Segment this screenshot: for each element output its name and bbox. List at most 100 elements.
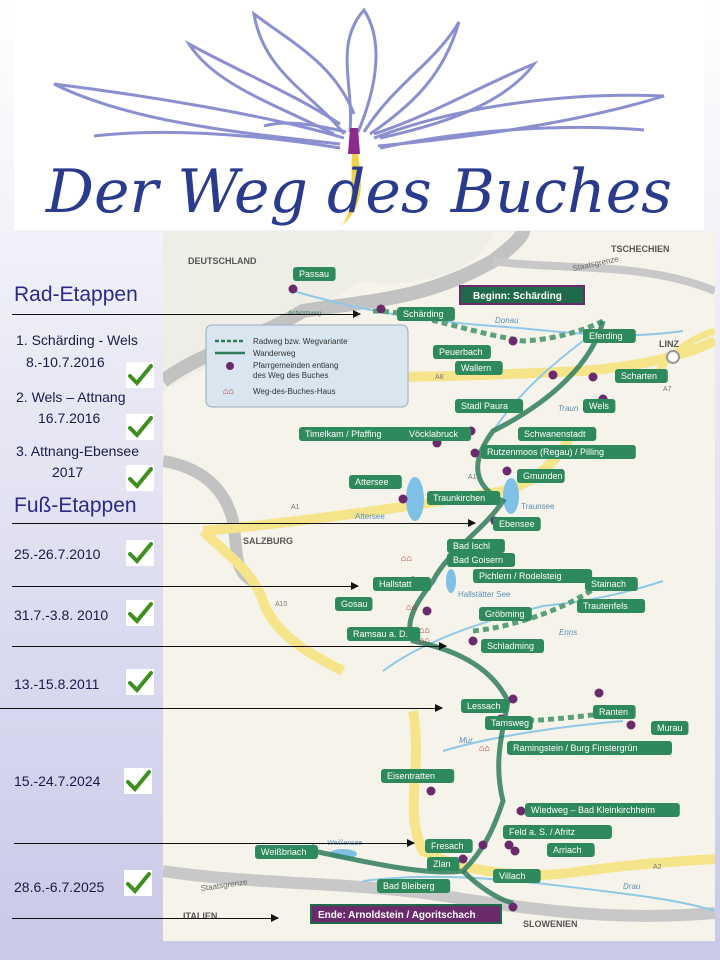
place-label: Arriach (547, 843, 595, 857)
checkmark-icon (126, 362, 154, 388)
svg-text:Attersee: Attersee (355, 477, 389, 487)
parish-dot (422, 606, 432, 616)
place-label: Bad Ischl (447, 539, 505, 553)
place-label: Eferding (583, 329, 636, 343)
place-label: Ramingstein / Burg Finstergrün (507, 741, 672, 755)
place-label: Peuerbach (433, 345, 491, 359)
rad-stage-1-title: 1. Schärding - Wels (16, 332, 138, 348)
rad-etappen-title: Rad-Etappen (14, 283, 138, 306)
pointer-arrow (14, 839, 415, 847)
svg-text:Timelkam / Pfaffing: Timelkam / Pfaffing (305, 429, 382, 439)
svg-text:Murau: Murau (657, 723, 683, 733)
svg-text:Wiedweg – Bad Kleinkirchheim: Wiedweg – Bad Kleinkirchheim (531, 805, 655, 815)
place-label: Wallern (455, 361, 503, 375)
place-label: Attersee (349, 475, 402, 489)
place-label: Hallstatt (373, 577, 431, 591)
parish-dot (478, 840, 488, 850)
svg-text:Bad Goisern: Bad Goisern (453, 555, 503, 565)
place-label: Ranten (593, 705, 636, 719)
pointer-arrow (12, 914, 279, 922)
svg-text:Wanderweg: Wanderweg (253, 349, 295, 358)
river-label: Donau (495, 316, 519, 325)
svg-text:Peuerbach: Peuerbach (439, 347, 483, 357)
place-label: Pichlern / Rodelsteig (473, 569, 593, 583)
svg-text:Ramsau a. D.: Ramsau a. D. (353, 629, 408, 639)
place-label: Fresach (425, 839, 473, 853)
svg-text:Eisentratten: Eisentratten (387, 771, 435, 781)
svg-text:Feld a. S. / Afritz: Feld a. S. / Afritz (509, 827, 576, 837)
svg-text:Gröbming: Gröbming (485, 609, 525, 619)
motorway-label: A7 (663, 386, 672, 393)
parish-dot (376, 304, 386, 314)
parish-dot (594, 688, 604, 698)
place-label: Ramsau a. D. (347, 627, 421, 641)
svg-text:Rutzenmoos (Regau) / Pilling: Rutzenmoos (Regau) / Pilling (487, 447, 604, 457)
svg-text:Ende: Arnoldstein / Agoritscha: Ende: Arnoldstein / Agoritschach (318, 910, 476, 921)
svg-text:Gosau: Gosau (341, 599, 368, 609)
place-label: Bad Bleiberg (377, 879, 451, 893)
svg-text:Stainach: Stainach (591, 579, 626, 589)
house-icon: ⌂⌂ (479, 743, 490, 753)
svg-text:Schärding: Schärding (403, 309, 444, 319)
fuss-stage-4-date: 15.-24.7.2024 (14, 773, 101, 789)
rad-stage-2-date: 16.7.2016 (38, 410, 101, 426)
parish-dot (588, 372, 598, 382)
svg-text:des Weg des Buches: des Weg des Buches (253, 371, 328, 380)
svg-text:Tamsweg: Tamsweg (491, 718, 529, 728)
parish-dot (504, 840, 514, 850)
place-label: Schladming (481, 639, 544, 653)
house-icon: ⌂⌂ (401, 553, 412, 563)
svg-text:Ranten: Ranten (599, 707, 628, 717)
svg-text:Gmunden: Gmunden (523, 471, 563, 481)
svg-text:Lessach: Lessach (467, 701, 501, 711)
house-icon: ⌂⌂ (406, 602, 417, 612)
city-label: SALZBURG (243, 536, 293, 546)
place-label: Stainach (585, 577, 638, 591)
svg-text:Weg-des-Buches-Haus: Weg-des-Buches-Haus (253, 387, 336, 396)
place-label: Stadl Paura (455, 399, 524, 413)
parish-dot (548, 370, 558, 380)
place-label: Vöcklabruck (403, 427, 472, 441)
parish-dot (468, 636, 478, 646)
river-label: Traun (558, 404, 579, 413)
rad-stage-3-title: 3. Attnang-Ebensee (16, 443, 139, 459)
place-label: Traunkirchen (427, 491, 501, 505)
city-label: LINZ (659, 339, 679, 349)
place-label: Wiedweg – Bad Kleinkirchheim (525, 803, 680, 817)
place-label: Schärding (397, 307, 455, 321)
place-label: Rutzenmoos (Regau) / Pilling (481, 445, 636, 459)
country-label: ITALIEN (183, 911, 217, 921)
place-label: Gröbming (479, 607, 532, 621)
svg-text:Beginn: Schärding: Beginn: Schärding (473, 291, 562, 302)
checkmark-icon (126, 465, 154, 491)
lake-label: Attersee (355, 512, 385, 521)
parish-dot (426, 786, 436, 796)
svg-text:Schwanenstadt: Schwanenstadt (524, 429, 586, 439)
logo-title: Der Weg des Buches (45, 157, 672, 227)
pointer-arrow (0, 704, 443, 712)
pointer-arrow (12, 642, 447, 650)
fuss-stage-3-date: 13.-15.8.2011 (14, 676, 100, 692)
svg-text:Pichlern / Rodelsteig: Pichlern / Rodelsteig (479, 571, 562, 581)
river-label: Drau (623, 882, 641, 891)
country-label: DEUTSCHLAND (188, 256, 257, 266)
country-label: SLOWENIEN (523, 919, 578, 929)
parish-dot (516, 806, 526, 816)
checkmark-icon (126, 540, 154, 566)
place-label: Lessach (461, 699, 509, 713)
fuss-etappen-title: Fuß-Etappen (14, 494, 137, 517)
svg-text:Wels: Wels (589, 401, 609, 411)
place-label: Zlan (427, 857, 460, 871)
motorway-label: A2 (653, 864, 662, 871)
parish-dot (626, 720, 636, 730)
pointer-arrow (12, 310, 361, 318)
svg-text:Bad Bleiberg: Bad Bleiberg (383, 881, 435, 891)
fuss-stage-5-date: 28.6.-6.7.2025 (14, 879, 105, 895)
parish-dot (398, 494, 408, 504)
place-label: Ebensee (493, 517, 541, 531)
checkmark-icon (126, 600, 154, 626)
house-icon: ⌂⌂ (419, 635, 430, 645)
place-label: Bad Goisern (447, 553, 516, 567)
place-label: Eisentratten (381, 769, 455, 783)
svg-text:Zlan: Zlan (433, 859, 451, 869)
